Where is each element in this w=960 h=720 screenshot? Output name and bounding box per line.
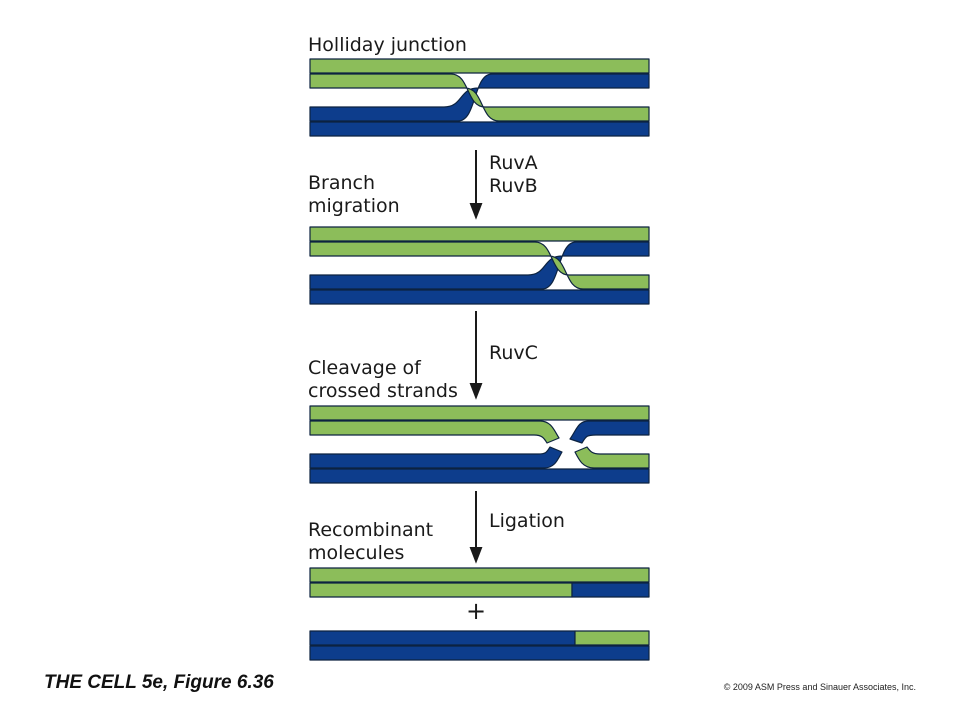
- blue-strand: [309, 645, 650, 661]
- stage-label-line: Cleavage of: [308, 357, 422, 379]
- stage-label-line: Recombinant: [308, 519, 433, 541]
- green-top-strand: [309, 226, 650, 242]
- ruva-ruvb-label: RuvA RuvB: [489, 152, 544, 197]
- figure-caption: THE CELL 5e, Figure 6.36: [44, 672, 274, 694]
- stage-label-line: Branch: [308, 172, 375, 194]
- down-arrow-icon: [469, 150, 483, 220]
- cleavage-label: Cleavage of crossed strands: [308, 357, 458, 402]
- copyright-notice: © 2009 ASM Press and Sinauer Associates,…: [723, 682, 916, 692]
- book-title: THE CELL 5e: [44, 672, 163, 693]
- enzyme-label-line: Ligation: [489, 510, 565, 532]
- blue-strand-left-piece: [309, 446, 563, 469]
- branch-migration-stage: Branch migration: [308, 172, 650, 305]
- plus-sign: +: [466, 597, 486, 625]
- recombinant-label: Recombinant molecules: [308, 519, 439, 564]
- holliday-junction-stage: Holliday junction: [308, 34, 650, 137]
- recombinant-stage: Recombinant molecules +: [308, 519, 650, 661]
- down-arrow-icon: [469, 311, 483, 400]
- stage-label-line: crossed strands: [308, 380, 458, 402]
- green-top-strand: [309, 58, 650, 74]
- blue-strand-segment: [571, 582, 650, 598]
- cleavage-step: RuvC: [469, 311, 538, 400]
- branch-migration-label: Branch migration: [308, 172, 400, 217]
- ruvc-label: RuvC: [489, 342, 538, 364]
- green-crossing-strand: [309, 241, 650, 290]
- blue-strand-segment: [309, 630, 576, 646]
- enzyme-label-line: RuvB: [489, 175, 538, 197]
- green-top-strand: [309, 405, 650, 421]
- ligation-step: Ligation: [469, 491, 565, 564]
- stage-label-line: migration: [308, 195, 400, 217]
- figure-number: , Figure 6.36: [162, 672, 274, 693]
- green-strand: [309, 567, 650, 583]
- green-strand-segment: [309, 582, 573, 598]
- green-strand-left-piece: [309, 420, 560, 444]
- recombinant-molecule-2: [309, 630, 650, 661]
- blue-bottom-strand: [309, 468, 650, 484]
- enzyme-label-line: RuvA: [489, 152, 538, 174]
- ligation-label: Ligation: [489, 510, 565, 532]
- stage-label-line: Holliday junction: [308, 34, 467, 56]
- green-strand-segment: [574, 630, 650, 646]
- cleaved-dna: [309, 405, 650, 484]
- cleavage-stage: Cleavage of crossed strands: [308, 357, 650, 484]
- branch-migration-step: RuvA RuvB: [469, 150, 544, 220]
- blue-strand-right-piece: [569, 420, 650, 444]
- green-crossing-strand: [309, 73, 650, 122]
- recombinant-molecule-1: [309, 567, 650, 598]
- down-arrow-icon: [469, 491, 483, 564]
- holliday-junction-label: Holliday junction: [308, 34, 467, 56]
- green-strand-right-piece: [574, 446, 650, 469]
- blue-bottom-strand: [309, 289, 650, 305]
- enzyme-label-line: RuvC: [489, 342, 538, 364]
- stage-label-line: molecules: [308, 542, 404, 564]
- blue-bottom-strand: [309, 121, 650, 137]
- holliday-junction-dna: [309, 58, 650, 137]
- branch-migration-dna: [309, 226, 650, 305]
